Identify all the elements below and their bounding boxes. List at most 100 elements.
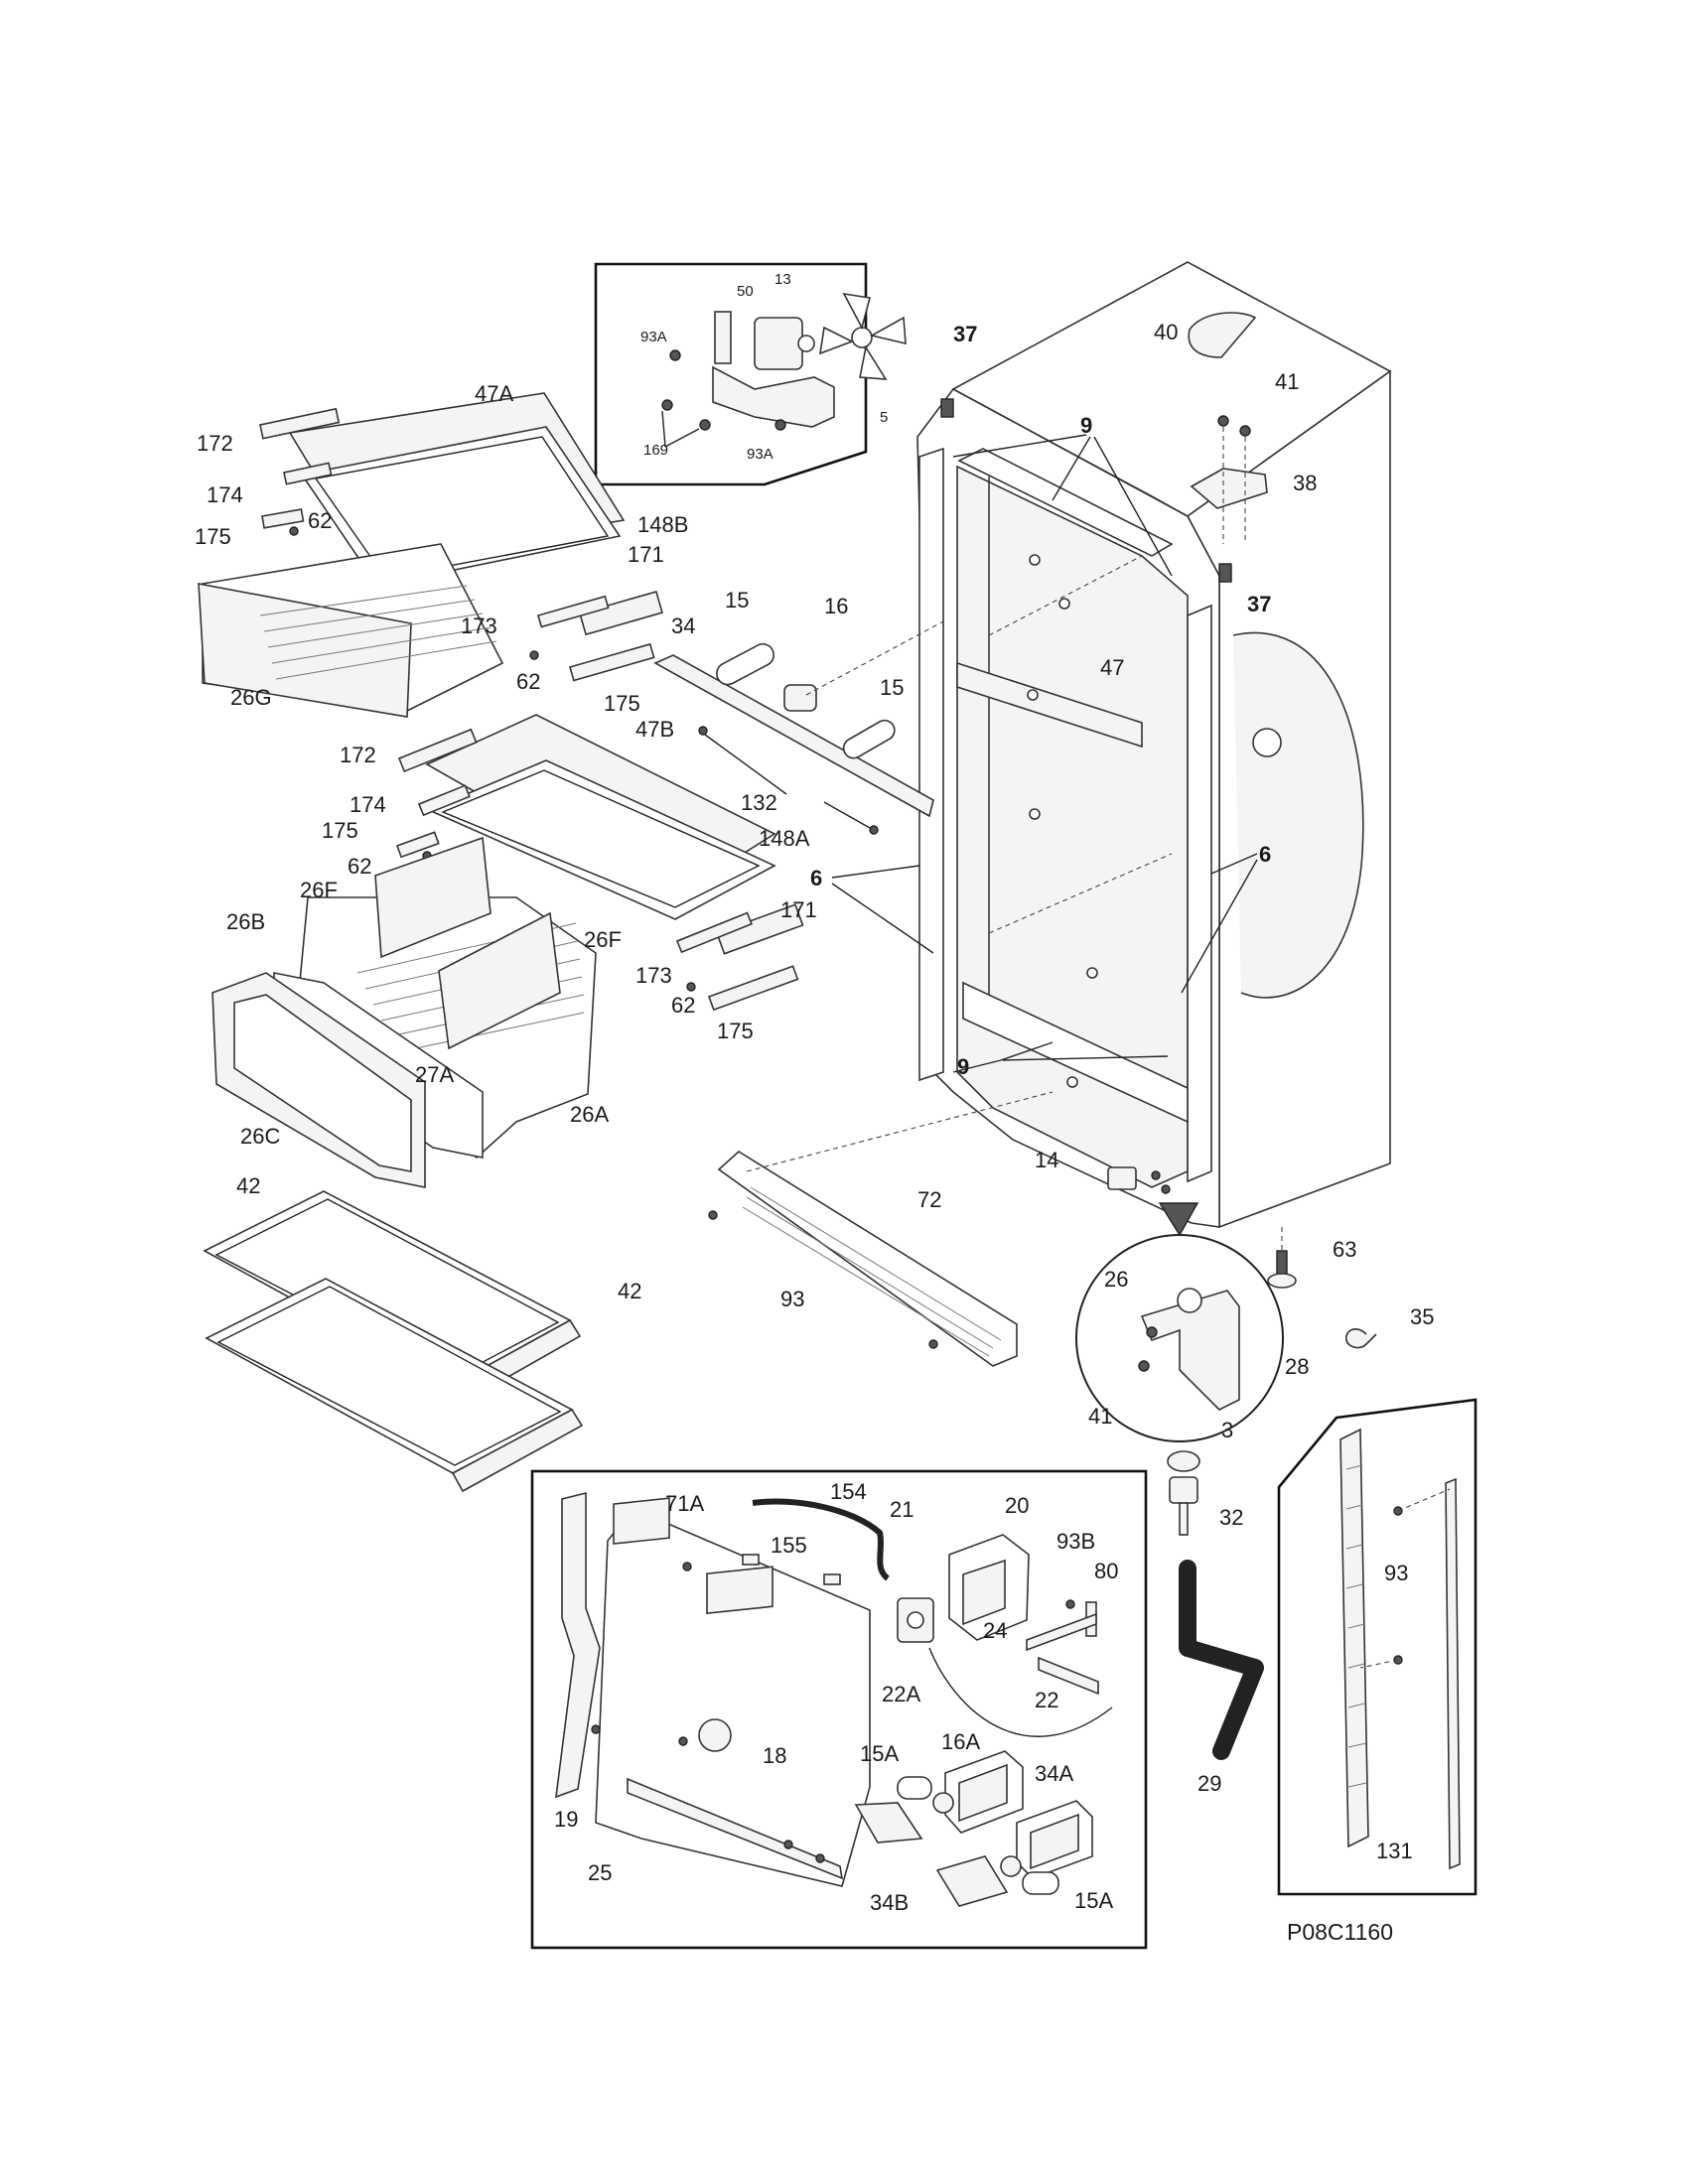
screw — [774, 419, 786, 431]
control-panel-25 — [595, 1508, 871, 1887]
hinge-cover-40 — [1188, 312, 1257, 358]
label-93A-lower: 93A — [747, 446, 774, 463]
label-72: 72 — [917, 1187, 941, 1212]
cabinet-hole — [1252, 728, 1282, 757]
lens-34B — [854, 1802, 923, 1843]
diagram-code: P08C1160 — [1287, 1919, 1393, 1945]
label-22: 22 — [1035, 1688, 1058, 1712]
cabinet-bulge — [1232, 631, 1364, 999]
clip-172-lower — [397, 728, 478, 773]
label-26A: 26A — [570, 1102, 609, 1127]
label-174-top: 174 — [207, 482, 243, 507]
socket-16A — [932, 1792, 954, 1814]
divider-26F-right — [438, 911, 561, 1050]
rail-inset — [1277, 1398, 1477, 1896]
label-172-lower: 172 — [340, 743, 376, 767]
label-62-lower-right: 62 — [671, 993, 695, 1018]
harness-154 — [752, 1498, 891, 1581]
leveler-group — [1167, 1450, 1264, 1760]
label-175-mid: 175 — [604, 691, 640, 716]
label-40: 40 — [1154, 320, 1178, 344]
label-16: 16 — [824, 594, 848, 618]
label-132: 132 — [741, 790, 777, 815]
control-inset-frame — [530, 1469, 1148, 1950]
label-16A: 16A — [941, 1729, 980, 1754]
clip-174 — [283, 462, 333, 485]
label-19: 19 — [554, 1807, 578, 1832]
label-93-grille: 93 — [780, 1287, 804, 1311]
cap-3 — [1167, 1450, 1200, 1472]
bottom-hinge-28 — [1140, 1290, 1240, 1411]
cabinet — [831, 261, 1392, 1229]
label-9-bottom: 9 — [957, 1054, 969, 1079]
rail-131 — [1339, 1428, 1369, 1848]
label-155: 155 — [771, 1533, 807, 1558]
label-172-top: 172 — [197, 431, 233, 456]
heater-22 — [1038, 1656, 1099, 1696]
label-25: 25 — [588, 1860, 612, 1885]
label-154: 154 — [830, 1479, 867, 1504]
shelf-rail-47 — [956, 661, 1143, 749]
label-20: 20 — [1005, 1493, 1029, 1518]
label-15A-top: 15A — [860, 1741, 899, 1766]
label-6-right: 6 — [1259, 842, 1271, 867]
clip-171-lower — [715, 903, 804, 955]
label-80: 80 — [1094, 1559, 1118, 1583]
label-26-hinge: 26 — [1104, 1267, 1128, 1292]
tube-29 — [1179, 1560, 1264, 1760]
label-32: 32 — [1219, 1505, 1243, 1530]
label-37-side: 37 — [1247, 592, 1271, 616]
detail-arrow — [1158, 1202, 1199, 1237]
label-62-lower: 62 — [348, 854, 371, 879]
label-148A: 148A — [759, 826, 810, 851]
label-47A: 47A — [475, 381, 513, 406]
hinge-bushing-26 — [1177, 1288, 1202, 1313]
label-41-hinge: 41 — [1088, 1404, 1112, 1429]
drawer-grid — [259, 585, 497, 680]
label-15-right: 15 — [880, 675, 904, 700]
label-18: 18 — [763, 1743, 786, 1768]
label-26G: 26G — [230, 685, 272, 710]
divider-26F — [374, 836, 492, 959]
label-169: 169 — [643, 442, 668, 459]
label-173-lower: 173 — [635, 963, 672, 988]
screw — [699, 419, 711, 431]
rail-131-right — [1445, 1477, 1461, 1870]
label-21: 21 — [890, 1497, 914, 1522]
socket-16 — [783, 684, 817, 712]
bulb-15 — [716, 642, 774, 686]
crisper-bottom-group — [211, 714, 804, 1188]
fan-inset-frame — [594, 262, 868, 486]
label-6-left: 6 — [810, 866, 822, 890]
clip-175-right — [569, 642, 655, 682]
clip-173 — [537, 595, 610, 628]
control-inset — [530, 1469, 1148, 1950]
label-27A: 27A — [415, 1062, 454, 1087]
corner-clip-37 — [1218, 563, 1232, 583]
bracket-50 — [714, 311, 732, 364]
label-175-lower-right: 175 — [717, 1019, 754, 1043]
label-9-top: 9 — [1080, 413, 1092, 438]
label-5: 5 — [880, 409, 888, 426]
bulb-15A-lower — [1022, 1871, 1059, 1895]
label-13: 13 — [774, 271, 791, 288]
label-22A: 22A — [882, 1682, 920, 1706]
label-26B: 26B — [226, 909, 265, 934]
label-63: 63 — [1333, 1237, 1356, 1262]
label-173-top: 173 — [461, 614, 497, 638]
label-34: 34 — [671, 614, 695, 638]
label-26C: 26C — [240, 1124, 280, 1149]
screw — [669, 349, 681, 361]
shelves-group — [203, 1190, 584, 1493]
label-93B: 93B — [1056, 1529, 1095, 1554]
fan-inset — [594, 262, 907, 486]
shelf-bracket-lower — [451, 1408, 584, 1493]
label-93-rail: 93 — [1384, 1561, 1408, 1585]
label-47: 47 — [1100, 655, 1124, 680]
panel-opening — [613, 1497, 670, 1545]
label-38: 38 — [1293, 471, 1317, 495]
trim-19 — [555, 1491, 601, 1799]
fan-motor — [754, 317, 803, 370]
label-37-top: 37 — [953, 322, 977, 346]
